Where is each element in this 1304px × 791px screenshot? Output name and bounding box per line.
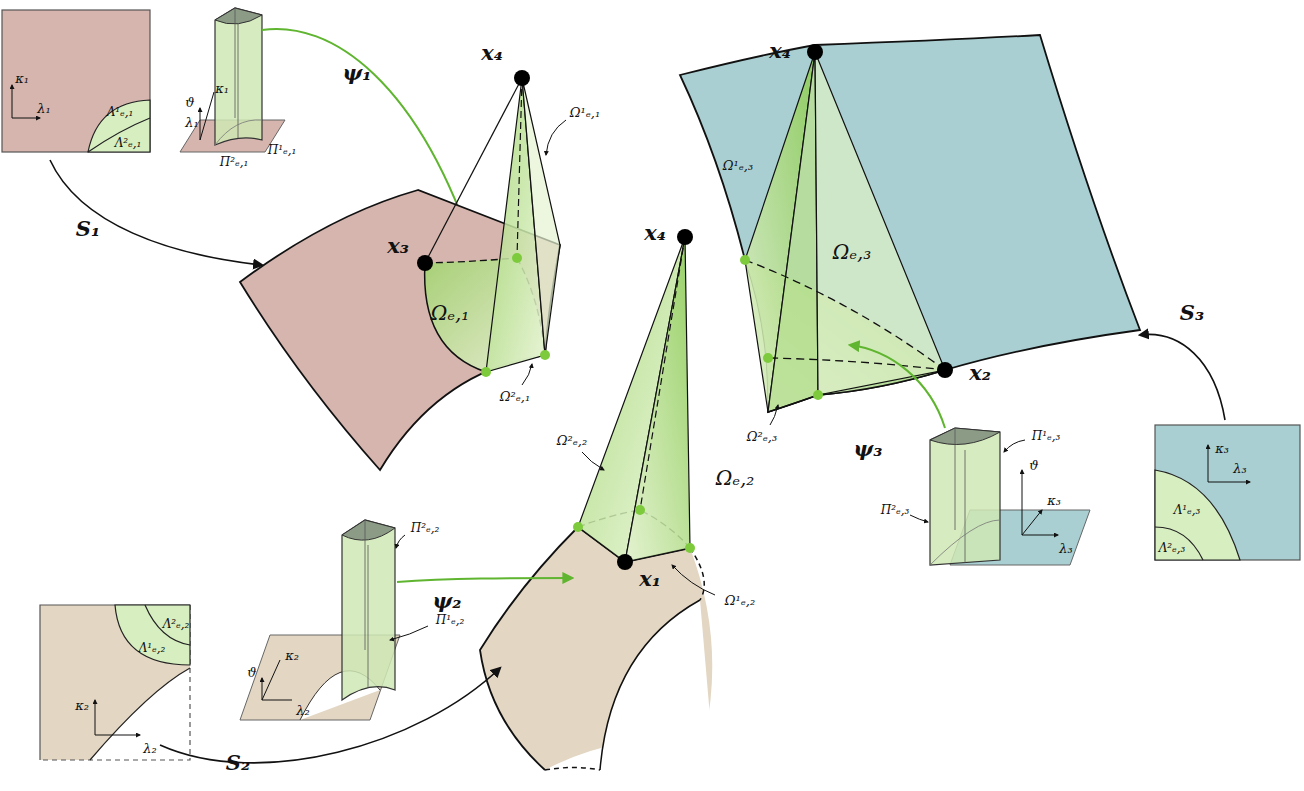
math-label: Π²ₑ,₂ bbox=[411, 522, 440, 534]
math-label: x₃ bbox=[387, 235, 409, 256]
math-label: λ₂ bbox=[143, 742, 156, 755]
math-label: λ₁ bbox=[185, 116, 198, 129]
math-label: Λ¹ₑ,₂ bbox=[139, 642, 166, 654]
math-label: λ₂ bbox=[296, 704, 309, 717]
math-label: Ω²ₑ,₁ bbox=[500, 390, 530, 403]
math-label: Ωₑ,₃ bbox=[833, 242, 872, 262]
math-label: Ω¹ₑ,₂ bbox=[725, 594, 755, 607]
math-label: ϑ bbox=[247, 666, 256, 679]
math-label: Λ¹ₑ,₁ bbox=[107, 106, 134, 118]
math-label: Ωₑ,₁ bbox=[431, 303, 470, 323]
math-label: Λ¹ₑ,₃ bbox=[1174, 504, 1201, 516]
math-label: S₂ bbox=[226, 752, 250, 773]
math-label: Π¹ₑ,₂ bbox=[436, 614, 465, 626]
math-label: x₄ bbox=[481, 42, 503, 63]
math-label: κ₂ bbox=[285, 649, 299, 662]
math-label: Λ²ₑ,₂ bbox=[163, 618, 190, 630]
math-label: ψ₃ bbox=[854, 438, 883, 459]
math-label: Ω²ₑ,₃ bbox=[747, 430, 777, 443]
math-label: Ω²ₑ,₂ bbox=[557, 434, 587, 447]
math-label: Λ²ₑ,₃ bbox=[1159, 542, 1186, 554]
math-label: x₄ bbox=[644, 222, 666, 243]
math-label: κ₃ bbox=[1215, 442, 1229, 455]
math-label: Λ²ₑ,₁ bbox=[115, 137, 142, 149]
math-label: S₃ bbox=[1180, 302, 1204, 323]
math-label: Ωₑ,₂ bbox=[716, 468, 755, 488]
math-label: ψ₁ bbox=[343, 62, 372, 83]
math-label: Π¹ₑ,₃ bbox=[1032, 430, 1061, 442]
math-label: x₂ bbox=[969, 362, 991, 383]
math-label: Ω¹ₑ,₁ bbox=[570, 106, 600, 119]
math-label: κ₃ bbox=[1047, 494, 1061, 507]
math-label: Π²ₑ,₃ bbox=[881, 504, 910, 516]
math-label: λ₃ bbox=[1059, 542, 1072, 555]
math-label: Π¹ₑ,₁ bbox=[268, 144, 297, 156]
math-label: Ω¹ₑ,₃ bbox=[723, 159, 753, 172]
math-label: λ₃ bbox=[1233, 462, 1246, 475]
math-label: Π²ₑ,₁ bbox=[220, 156, 249, 168]
math-label: ϑ bbox=[1029, 459, 1038, 472]
math-label: λ₁ bbox=[37, 102, 50, 115]
math-label: S₁ bbox=[76, 218, 100, 239]
math-label: x₄ bbox=[769, 40, 791, 61]
math-label: κ₂ bbox=[75, 699, 89, 712]
math-label: κ₁ bbox=[15, 72, 29, 85]
math-label: ϑ bbox=[185, 96, 194, 109]
math-label: ψ₂ bbox=[433, 590, 462, 611]
math-label: x₁ bbox=[639, 568, 661, 589]
math-label: κ₁ bbox=[215, 82, 229, 95]
